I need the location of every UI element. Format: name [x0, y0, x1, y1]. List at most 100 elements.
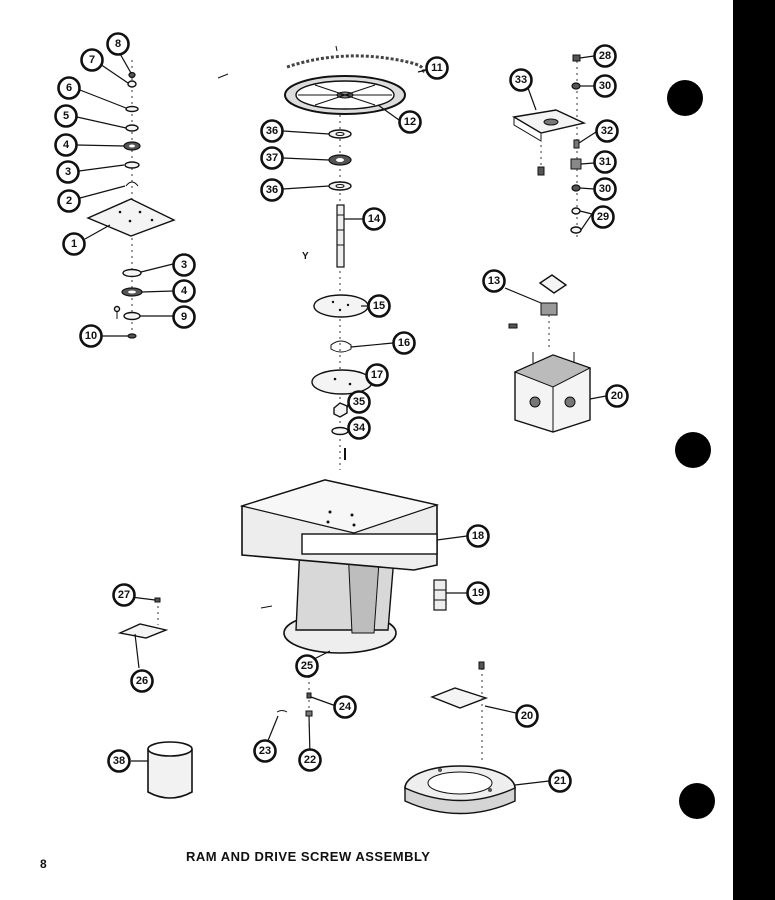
callout-15: 15: [367, 294, 391, 318]
svg-text:11: 11: [431, 62, 443, 74]
svg-text:1: 1: [71, 238, 77, 250]
svg-text:22: 22: [304, 754, 316, 766]
part-bracket-33: [511, 109, 587, 142]
svg-text:26: 26: [136, 675, 148, 687]
svg-text:28: 28: [599, 50, 611, 62]
callout-38: 38: [107, 749, 131, 773]
callout-33: 33: [509, 68, 533, 92]
binder-hole-top: [667, 80, 703, 116]
callout-25: 25: [295, 654, 319, 678]
part-spacer-31: [570, 158, 582, 170]
binder-hole-bottom: [679, 783, 715, 819]
part-bracket-19: [433, 579, 447, 611]
svg-text:2: 2: [66, 195, 72, 207]
callout-31: 31: [593, 150, 617, 174]
part-nut-small: [128, 71, 136, 79]
part-pin: [127, 80, 137, 88]
part-washer-36-top: [328, 129, 352, 139]
part-nut-10: [127, 333, 137, 339]
callout-4-bottom: 4: [172, 279, 196, 303]
svg-text:29: 29: [597, 211, 609, 223]
svg-text:23: 23: [259, 745, 271, 757]
svg-text:33: 33: [515, 74, 527, 86]
callout-28: 28: [593, 44, 617, 68]
callout-20-lower: 20: [515, 704, 539, 728]
part-disc-15: [313, 294, 369, 318]
right-edge-band: [733, 0, 775, 900]
svg-text:14: 14: [368, 213, 381, 225]
svg-text:24: 24: [339, 701, 352, 713]
part-nut-35: [333, 402, 348, 418]
svg-text:12: 12: [404, 116, 416, 128]
callout-30: 30: [593, 177, 617, 201]
svg-text:21: 21: [554, 775, 566, 787]
svg-text:30: 30: [599, 80, 611, 92]
svg-text:38: 38: [113, 755, 125, 767]
callout-16: 16: [392, 331, 416, 355]
callout-29: 29: [591, 205, 615, 229]
callout-36-bottom: 36: [260, 178, 284, 202]
callout-36-top: 36: [260, 119, 284, 143]
callout-12: 12: [398, 110, 422, 134]
part-plate-17: [311, 369, 373, 395]
part-washer-29: [570, 207, 582, 234]
part-washer-5: [125, 124, 139, 132]
callout-3-bottom: 3: [172, 253, 196, 277]
svg-text:3: 3: [65, 166, 71, 178]
left-stack-parts: [86, 60, 176, 340]
stray-marks: Y: [217, 45, 338, 609]
part-bearing-37: [328, 154, 352, 166]
y-mark: Y: [302, 251, 309, 262]
part-belt-11: [286, 54, 425, 74]
svg-text:19: 19: [472, 587, 484, 599]
callout-24: 24: [333, 695, 357, 719]
callout-30-top: 30: [593, 74, 617, 98]
part-plate-1: [86, 198, 176, 237]
part-washer-30-top: [571, 82, 581, 90]
callout-22: 22: [298, 748, 322, 772]
svg-text:4: 4: [63, 139, 70, 151]
svg-text:35: 35: [353, 396, 365, 408]
part-washer-34: [331, 426, 349, 436]
callout-8: 8: [106, 32, 130, 56]
part-nut-28: [572, 54, 581, 62]
svg-text:37: 37: [266, 152, 278, 164]
callout-13: 13: [482, 269, 506, 293]
callout-26: 26: [130, 669, 154, 693]
callout-35: 35: [347, 390, 371, 414]
part-ram-housing-18: [239, 479, 440, 654]
callout-1: 1: [62, 232, 86, 256]
callout-7: 7: [80, 48, 104, 72]
callout-5: 5: [54, 104, 78, 128]
callout-19: 19: [466, 581, 490, 605]
part-bracket-26: [117, 597, 169, 639]
part-ring-3-bottom: [122, 268, 142, 278]
callout-18: 18: [466, 524, 490, 548]
svg-text:31: 31: [599, 156, 611, 168]
callout-23: 23: [253, 739, 277, 763]
part-bearing-4-top: [123, 141, 141, 151]
part-washer-36-bottom: [328, 181, 352, 191]
callout-10: 10: [79, 324, 103, 348]
svg-text:17: 17: [371, 369, 383, 381]
binder-hole-middle: [675, 432, 711, 468]
svg-text:16: 16: [398, 337, 410, 349]
callout-20: 20: [605, 384, 629, 408]
callout-17: 17: [365, 363, 389, 387]
svg-text:25: 25: [301, 660, 313, 672]
part-clip-2: [125, 181, 139, 187]
part-bracket-20-lower: [430, 661, 489, 760]
part-bracket-13: [508, 274, 568, 350]
svg-text:3: 3: [181, 259, 187, 271]
svg-text:20: 20: [611, 390, 623, 402]
callout-34: 34: [347, 416, 371, 440]
callout-21: 21: [548, 769, 572, 793]
part-spacer-16: [330, 340, 352, 353]
svg-text:27: 27: [118, 589, 130, 601]
right-group-parts: [508, 54, 592, 433]
part-ring-3-top: [124, 161, 140, 169]
callout-3-top: 3: [56, 160, 80, 184]
part-bearing-4-bottom: [121, 287, 143, 297]
page-number: 8: [40, 857, 47, 871]
